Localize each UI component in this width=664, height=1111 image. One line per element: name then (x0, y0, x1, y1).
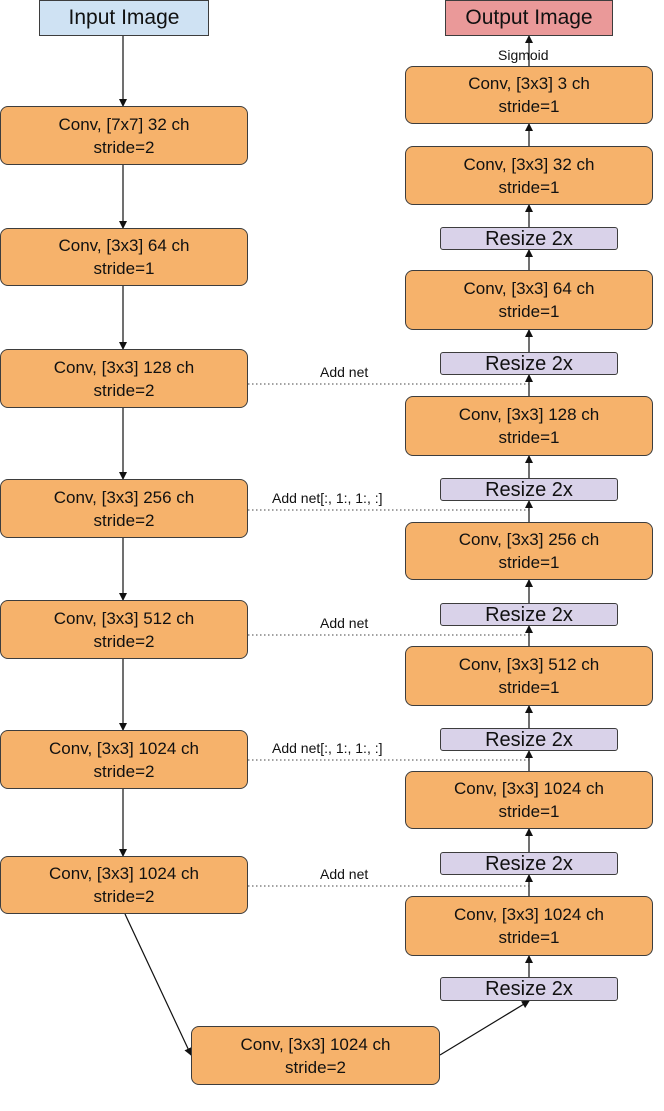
resize-2x-4: Resize 2x (440, 603, 618, 626)
skip-label-3: Add net (320, 615, 369, 631)
skip-label-5: Add net (320, 866, 369, 882)
resize-2x-7: Resize 2x (440, 977, 618, 1001)
resize-2x-5: Resize 2x (440, 728, 618, 751)
resize-2x-2: Resize 2x (440, 352, 618, 375)
output-image-node: Output Image (445, 0, 613, 36)
skip-label-2: Add net[:, 1:, 1:, :] (272, 490, 383, 506)
bottleneck-arrow (439, 1000, 530, 1056)
skip-label-1: Add net (320, 364, 369, 380)
sigmoid-label: Sigmoid (498, 47, 549, 63)
resize-2x-6: Resize 2x (440, 852, 618, 875)
resize-2x-1: Resize 2x (440, 227, 618, 250)
skip-label-4: Add net[:, 1:, 1:, :] (272, 740, 383, 756)
encoder-arrow (124, 913, 192, 1056)
resize-2x-3: Resize 2x (440, 478, 618, 501)
input-image-node: Input Image (39, 0, 209, 36)
